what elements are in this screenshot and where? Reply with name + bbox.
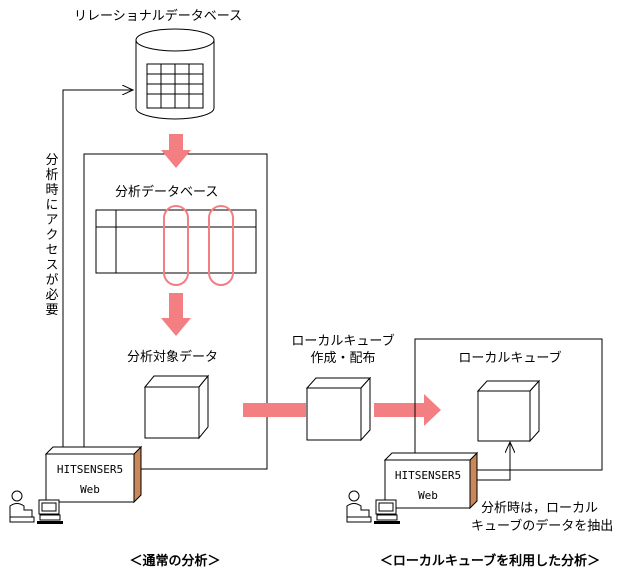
client-right-line2: Web <box>418 489 438 502</box>
analysis-target-cube <box>143 374 210 440</box>
local-cube-right <box>476 379 541 443</box>
relational-db-cylinder <box>135 28 215 120</box>
client-right: HITSENSER5 Web <box>383 451 479 510</box>
client-left: HITSENSER5 Web <box>44 445 143 504</box>
distribute-arrow-head <box>374 394 441 426</box>
access-arrow <box>62 90 133 454</box>
analysis-db-label: 分析データベース <box>115 184 218 200</box>
extract-arrow <box>477 442 510 481</box>
access-required-label: 分析時にアクセスが必要 <box>43 153 59 318</box>
extract-note-line2: キューブのデータを抽出 <box>471 518 613 534</box>
down-arrow-2 <box>161 293 191 336</box>
create-distribute-line1: ローカルキューブ <box>291 333 394 349</box>
local-cube-middle <box>305 376 372 442</box>
client-left-line1: HITSENSER5 <box>57 463 123 476</box>
create-distribute-line2: 作成・配布 <box>310 351 375 366</box>
distribute-arrow-shaft <box>243 403 306 417</box>
user-icon-right <box>346 490 400 524</box>
caption-normal: ＜通常の分析＞ <box>129 553 220 569</box>
extract-note-line1: 分析時は，ローカル <box>481 501 598 516</box>
analysis-target-label: 分析対象データ <box>127 349 218 365</box>
relational-db-label: リレーショナルデータベース <box>74 8 242 24</box>
svg-text:分析時にアクセスが必要: 分析時にアクセスが必要 <box>43 153 59 318</box>
user-icon-left <box>9 490 63 524</box>
client-left-line2: Web <box>80 483 100 496</box>
client-right-line1: HITSENSER5 <box>395 469 461 482</box>
local-cube-box <box>414 338 603 471</box>
down-arrow-1 <box>161 134 191 168</box>
local-cube-label: ローカルキューブ <box>458 350 561 366</box>
analysis-db-table <box>95 205 257 286</box>
caption-local: ＜ローカルキューブを利用した分析＞ <box>380 553 600 569</box>
